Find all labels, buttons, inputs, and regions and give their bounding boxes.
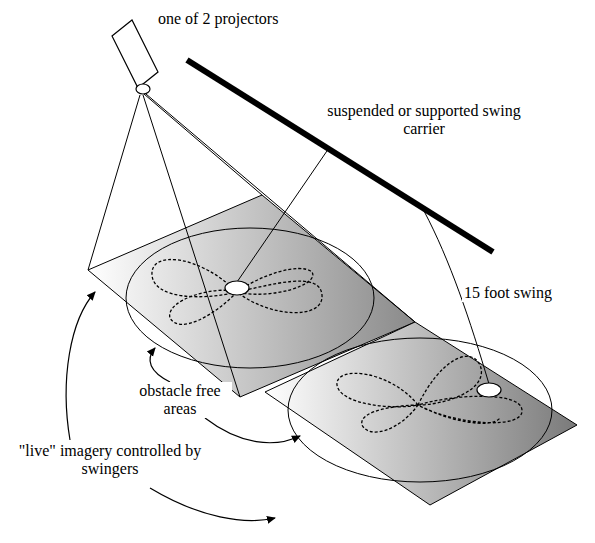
- callout-arrow: [66, 292, 300, 520]
- callout-label: 15 foot swing: [462, 284, 586, 302]
- callout-label: suspended or supported swing carrier: [322, 102, 526, 138]
- swing-carrier: [187, 60, 493, 252]
- swing-seat: [477, 383, 501, 397]
- swing-rope: [237, 148, 329, 282]
- swing-seat: [225, 281, 249, 295]
- obstacle-free-circle: [288, 338, 552, 482]
- callout-label: obstacle free areas: [128, 382, 232, 418]
- callout-label: "live" imagery controlled by swingers: [8, 442, 212, 478]
- obstacle-free-circle: [126, 228, 374, 368]
- projection-cone: [88, 94, 415, 397]
- projector: [112, 20, 158, 94]
- callout-label: one of 2 projectors: [156, 10, 310, 28]
- projection-area: [265, 322, 577, 505]
